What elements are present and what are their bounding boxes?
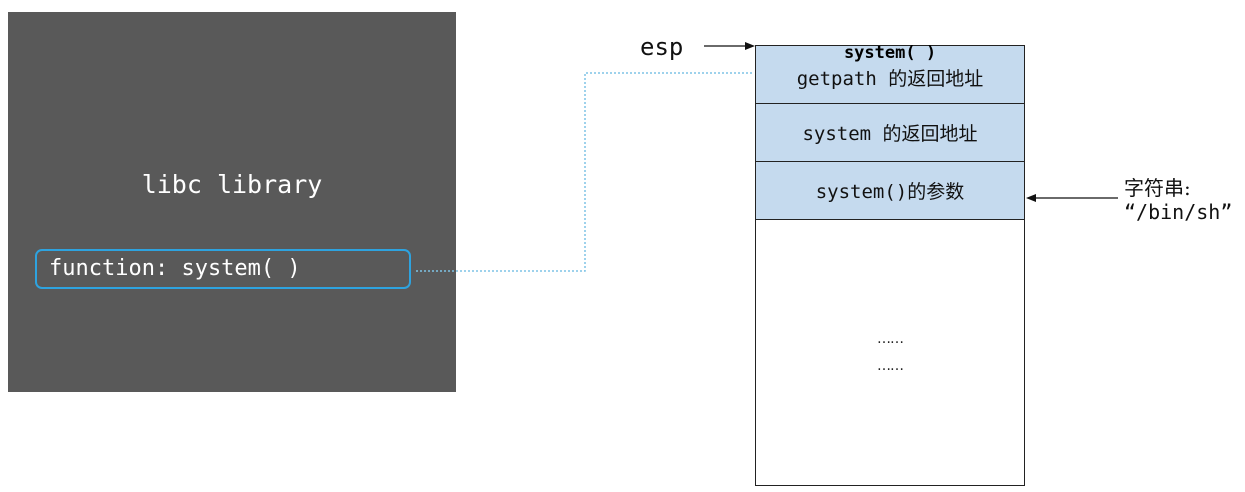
function-system-box: function: system( ): [35, 249, 411, 289]
stack-ellipsis-1: ……: [877, 331, 904, 347]
stack-frame: getpath 的返回地址 system( ) system 的返回地址 sys…: [755, 43, 1025, 486]
esp-arrow-head: [745, 42, 755, 50]
stack-slot-getpath-return-label: getpath 的返回地址: [796, 68, 984, 90]
stack-slot-system-argument-label: system()的参数: [815, 181, 965, 203]
stack-slot-system-argument: system()的参数: [756, 162, 1024, 220]
string-annotation-label: 字符串:: [1124, 176, 1191, 200]
string-arrow-head: [1026, 194, 1036, 202]
esp-label: esp: [640, 33, 684, 61]
libc-library-panel: libc library function: system( ): [8, 12, 456, 392]
string-annotation-value: “/bin/sh”: [1124, 200, 1233, 224]
stack-slot-system-return-label: system 的返回地址: [802, 123, 978, 145]
libc-library-title: libc library: [141, 170, 323, 199]
stack-slot-system-return: system 的返回地址: [756, 104, 1024, 162]
stack-system-overlay-label: system( ): [843, 43, 937, 63]
stack-ellipsis-2: ……: [877, 358, 904, 374]
function-to-stack-dotted-line: [416, 72, 754, 272]
stack-slot-getpath-return: getpath 的返回地址: [756, 46, 1024, 104]
